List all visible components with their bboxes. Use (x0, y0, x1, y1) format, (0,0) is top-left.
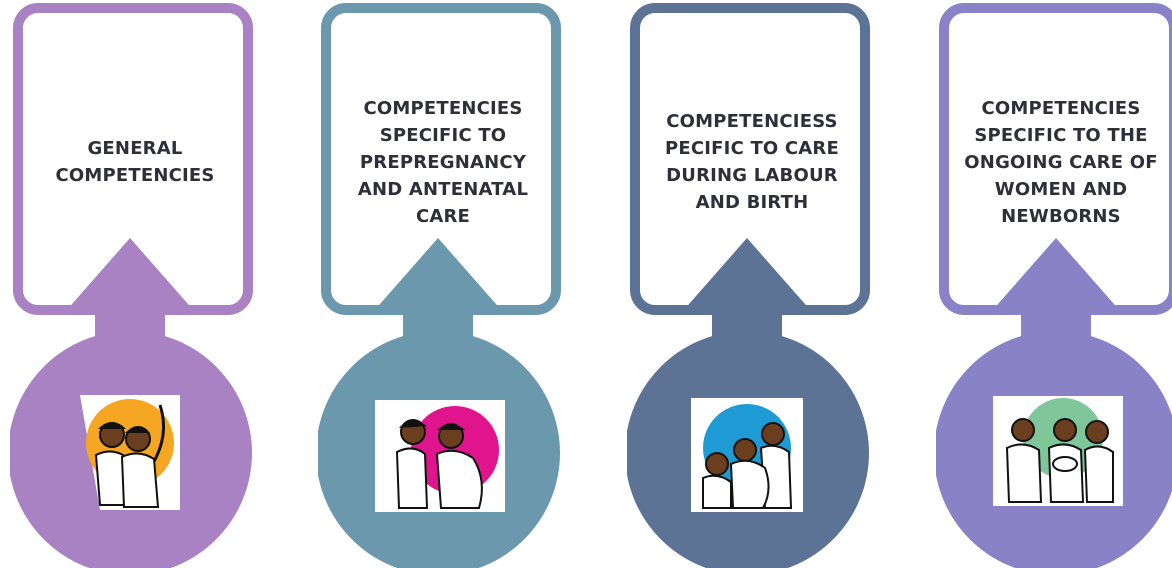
card-label: COMPETENCIES SPECIFIC TO PREPREGNANCY AN… (357, 97, 529, 227)
competency-card-ongoing-care: COMPETENCIES SPECIFIC TO THE ONGOING CAR… (936, 0, 1172, 568)
competency-card-general: GENERAL COMPETENCIES (10, 0, 260, 568)
competency-card-labour-birth: COMPETENCIESS PECIFIC TO CARE DURING LAB… (627, 0, 877, 568)
two-midwives-icon (70, 395, 180, 510)
card-label: GENERAL COMPETENCIES (55, 138, 215, 186)
mother-newborn-care-icon (993, 396, 1123, 506)
card-label: COMPETENCIES SPECIFIC TO THE ONGOING CAR… (964, 97, 1158, 227)
card-label: COMPETENCIESS PECIFIC TO CARE DURING LAB… (664, 111, 839, 213)
labour-support-icon (691, 398, 803, 512)
card-shape (936, 3, 1172, 568)
midwife-pregnant-woman-icon (375, 400, 505, 512)
competency-card-prepregnancy-antenatal: COMPETENCIES SPECIFIC TO PREPREGNANCY AN… (318, 0, 568, 568)
